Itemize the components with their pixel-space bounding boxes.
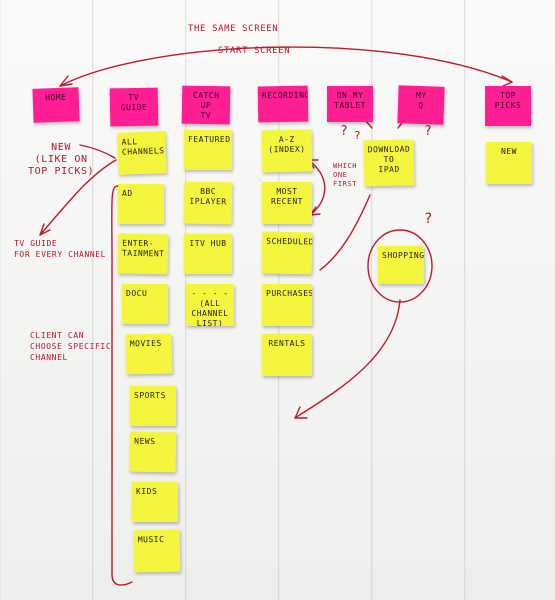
question-mark: ?: [424, 124, 433, 139]
board-panel-seam: [92, 0, 93, 600]
question-mark: ?: [424, 211, 434, 227]
header-note-on-my-tablet: ON MY TABLET: [327, 86, 373, 122]
tv-guide-note: MOVIES: [125, 333, 173, 375]
annotation-client-can-choose: CLIENT CAN CHOOSE SPECIFIC CHANNEL: [30, 331, 112, 362]
tv-guide-note: ALL CHANNELS: [117, 131, 167, 175]
tv-guide-note: ENTER- TAINMENT: [117, 233, 169, 275]
shopping-long-arrow-head: [294, 406, 308, 419]
header-note-tv-guide: TV GUIDE: [109, 87, 159, 127]
header-note-my-q: MY Q: [397, 85, 445, 125]
recordings-note: PURCHASES: [262, 284, 312, 326]
annotation-which-one-first: WHICH ONE FIRST: [333, 162, 358, 188]
recordings-note: MOST RECENT: [262, 182, 312, 224]
catch-up-note: ITV HUB: [184, 234, 232, 274]
question-mark: ?: [340, 124, 349, 139]
recordings-note: SCHEDULED: [261, 231, 313, 275]
header-note-top-picks: TOP PICKS: [485, 86, 531, 126]
tv-guide-note: MUSIC: [133, 529, 181, 573]
board-panel-seam: [464, 0, 465, 600]
header-note-catch-up-tv: CATCH UP TV: [181, 85, 231, 125]
top-picks-new-note: NEW: [486, 142, 532, 184]
catch-up-note: FEATURED: [184, 130, 232, 170]
annotation-same-screen: THE SAME SCREEN: [188, 24, 279, 34]
header-note-home: HOME: [32, 87, 80, 123]
tv-guide-note: NEWS: [129, 431, 177, 473]
same-screen-arrow-head-right: [501, 75, 513, 87]
catch-up-note: - - - - (ALL CHANNEL LIST): [186, 284, 234, 326]
catch-up-note: BBC iPLAYER: [183, 181, 233, 225]
annotation-start-screen: START SCREEN: [218, 46, 291, 56]
recordings-note: RENTALS: [262, 334, 312, 376]
tv-guide-note: KIDS: [132, 482, 178, 522]
tv-guide-note: AD: [118, 184, 164, 224]
same-screen-arrow-head-left: [59, 75, 73, 87]
board-panel-seam: [185, 0, 186, 600]
header-note-recordings: RECORDING: [257, 85, 309, 123]
tv-guide-note: DOCU: [122, 284, 168, 324]
shopping-note: SHOPPING: [378, 246, 424, 284]
recordings-note: A-Z (INDEX): [261, 129, 313, 173]
annotation-tv-guide-every-channel: TV GUIDE FOR EVERY CHANNEL: [14, 239, 107, 259]
question-mark: ?: [354, 129, 362, 142]
download-arrow: [319, 194, 371, 271]
tv-guide-pointer-head: [39, 223, 51, 236]
annotation-new-like-top-picks: NEW (like on TOP PICKS): [28, 142, 95, 177]
download-to-ipad-note: DOWNLOAD TO iPAD: [363, 139, 415, 187]
tv-guide-note: SPORTS: [130, 386, 176, 426]
